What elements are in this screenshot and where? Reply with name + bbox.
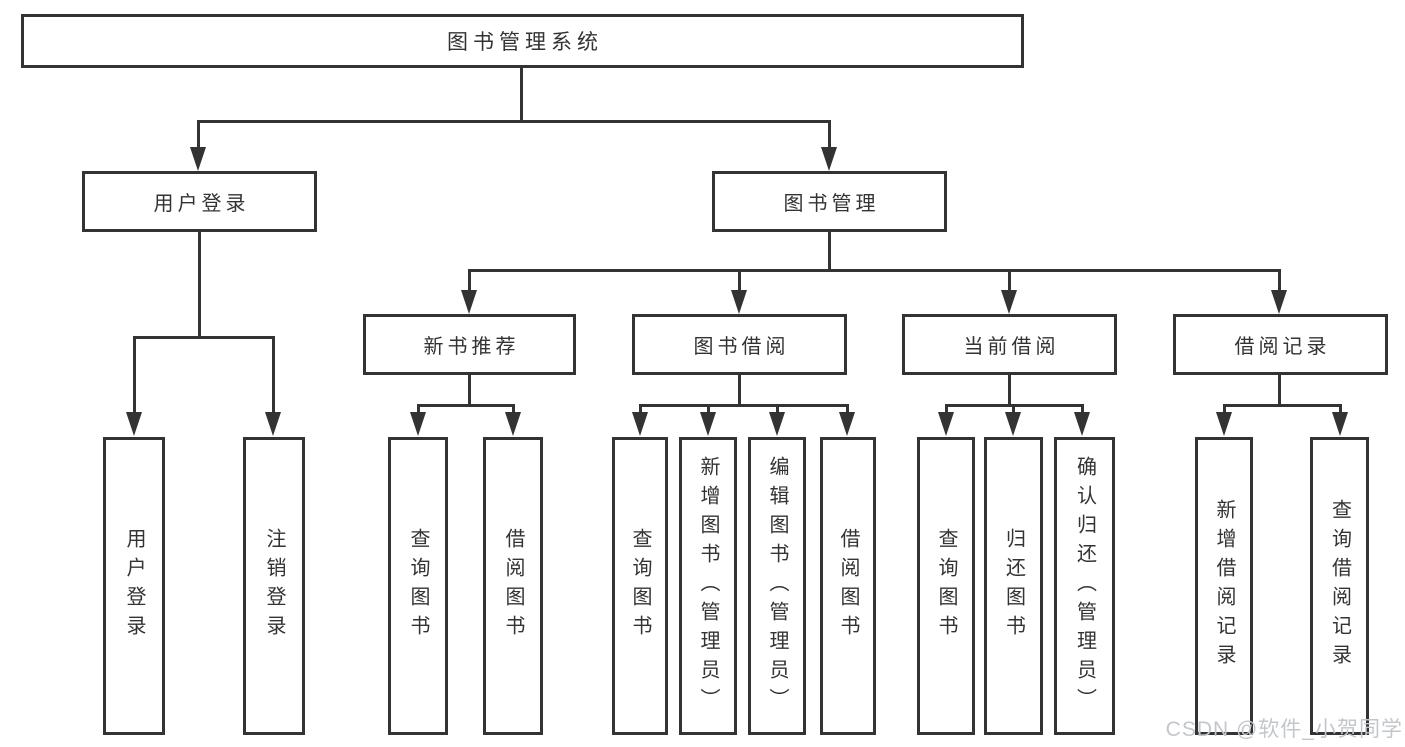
arrow-down-icon xyxy=(700,412,716,436)
leaf-node-borrow-books-borrowing: 借阅图书 xyxy=(820,437,876,735)
leaf-node-query-borrow-record: 查询借阅记录 xyxy=(1310,437,1369,735)
leaf-node-add-borrow-record: 新增借阅记录 xyxy=(1195,437,1253,735)
node-label: 当前借阅 xyxy=(963,336,1060,358)
connector-line xyxy=(738,375,741,404)
node-label: 新增借阅记录 xyxy=(1213,499,1235,673)
connector-line xyxy=(828,232,831,269)
arrow-down-icon xyxy=(1001,290,1017,314)
node-label: 图书管理系统 xyxy=(447,31,603,54)
leaf-node-edit-books-admin: 编辑图书（管理员） xyxy=(748,437,806,735)
connector-line xyxy=(198,232,201,336)
node-book-borrowing: 图书借阅 xyxy=(632,314,847,375)
arrow-down-icon xyxy=(1216,412,1232,436)
connector-line xyxy=(1012,404,1015,415)
arrow-down-icon xyxy=(1005,412,1021,436)
node-label: 注销登录 xyxy=(263,528,285,644)
connector-line xyxy=(417,404,420,415)
node-label: 编辑图书（管理员） xyxy=(766,455,788,717)
connector-line xyxy=(707,404,710,415)
arrow-down-icon xyxy=(265,412,281,436)
node-borrowing-records: 借阅记录 xyxy=(1173,314,1388,375)
node-label: 新书推荐 xyxy=(423,336,520,358)
connector-line xyxy=(1008,269,1011,293)
connector-line xyxy=(639,404,642,415)
arrow-down-icon xyxy=(839,412,855,436)
arrow-down-icon xyxy=(126,412,142,436)
arrow-down-icon xyxy=(731,290,747,314)
connector-line xyxy=(828,120,831,149)
arrow-down-icon xyxy=(505,412,521,436)
connector-line xyxy=(133,336,136,415)
node-new-book-recommendation: 新书推荐 xyxy=(363,314,576,375)
node-user-login: 用户登录 xyxy=(82,171,317,232)
node-library-management-system: 图书管理系统 xyxy=(21,14,1024,68)
arrow-down-icon xyxy=(190,147,206,171)
node-label: 图书借阅 xyxy=(693,336,790,358)
connector-line xyxy=(1081,404,1084,415)
connector-line xyxy=(776,404,779,415)
arrow-down-icon xyxy=(1332,412,1348,436)
node-label: 借阅图书 xyxy=(502,528,524,644)
connector-line xyxy=(197,120,200,149)
leaf-node-user-login: 用户登录 xyxy=(103,437,165,735)
node-label: 用户登录 xyxy=(123,528,145,644)
connector-line xyxy=(945,404,948,415)
node-label: 新增图书（管理员） xyxy=(697,455,719,717)
node-label: 借阅记录 xyxy=(1234,336,1331,358)
node-book-management: 图书管理 xyxy=(712,171,947,232)
node-current-borrowing: 当前借阅 xyxy=(902,314,1117,375)
node-label: 查询借阅记录 xyxy=(1328,499,1351,673)
node-label: 查询图书 xyxy=(935,528,957,644)
arrow-down-icon xyxy=(461,290,477,314)
node-label: 查询图书 xyxy=(407,528,429,644)
csdn-watermark: CSDN @软件_小贺同学 xyxy=(1165,718,1403,741)
arrow-down-icon xyxy=(632,412,648,436)
connector-line xyxy=(1278,375,1281,404)
connector-line xyxy=(738,269,741,293)
node-label: 借阅图书 xyxy=(837,528,859,644)
connector-line xyxy=(468,269,1280,272)
arrow-down-icon xyxy=(410,412,426,436)
leaf-node-query-books-recommend: 查询图书 xyxy=(388,437,448,735)
node-label: 归还图书 xyxy=(1002,528,1025,644)
arrow-down-icon xyxy=(769,412,785,436)
leaf-node-logout-login: 注销登录 xyxy=(243,437,305,735)
connector-line xyxy=(197,120,831,123)
arrow-down-icon xyxy=(1074,412,1090,436)
arrow-down-icon xyxy=(938,412,954,436)
connector-line xyxy=(417,404,515,407)
connector-line xyxy=(468,375,471,404)
leaf-node-return-books: 归还图书 xyxy=(984,437,1043,735)
connector-line xyxy=(133,336,275,339)
leaf-node-query-books-borrowing: 查询图书 xyxy=(612,437,668,735)
arrow-down-icon xyxy=(821,147,837,171)
leaf-node-add-books-admin: 新增图书（管理员） xyxy=(679,437,737,735)
node-label: 用户登录 xyxy=(153,193,250,215)
connector-line xyxy=(1008,375,1011,404)
connector-line xyxy=(1278,269,1281,293)
node-label: 查询图书 xyxy=(629,528,651,644)
node-label: 图书管理 xyxy=(783,193,880,215)
connector-line xyxy=(512,404,515,415)
connector-line xyxy=(1223,404,1341,407)
leaf-node-borrow-books-recommend: 借阅图书 xyxy=(483,437,543,735)
connector-line xyxy=(639,404,848,407)
leaf-node-query-books-current: 查询图书 xyxy=(917,437,975,735)
connector-line xyxy=(846,404,849,415)
connector-line xyxy=(1339,404,1342,415)
connector-line xyxy=(468,269,471,293)
leaf-node-confirm-return-admin: 确认归还（管理员） xyxy=(1054,437,1115,735)
connector-line xyxy=(272,336,275,415)
node-label: 确认归还（管理员） xyxy=(1073,455,1096,717)
arrow-down-icon xyxy=(1271,290,1287,314)
connector-line xyxy=(520,68,523,120)
connector-line xyxy=(1223,404,1226,415)
